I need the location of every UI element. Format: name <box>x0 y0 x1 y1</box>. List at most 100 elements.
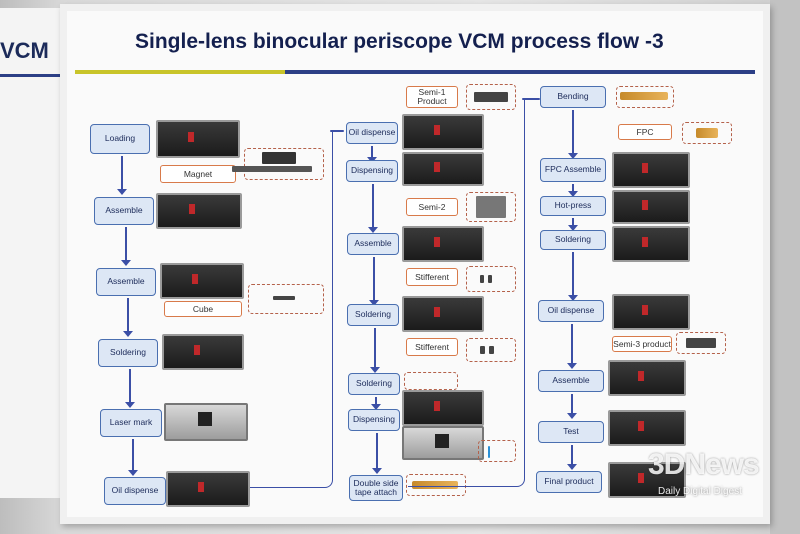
fpc-piece <box>696 128 718 138</box>
adjacent-board-rule <box>0 74 60 77</box>
semi-1-piece <box>474 92 508 102</box>
flow-arrow <box>371 397 381 410</box>
stifferent-sample-2 <box>466 338 516 362</box>
cube-sample <box>248 284 324 314</box>
dispense-needle <box>488 446 490 458</box>
flow-arrow <box>567 445 577 470</box>
connector-line <box>250 130 333 488</box>
flow-arrow <box>117 156 127 195</box>
title-rule-yellow <box>75 70 285 74</box>
step-laser-mark: Laser mark <box>100 409 162 437</box>
bending-fpc <box>620 92 668 100</box>
watermark: 3DNews Daily Digital Digest <box>636 448 786 508</box>
step-soldering-2: Soldering <box>348 373 400 395</box>
flow-arrow <box>372 433 382 474</box>
stifferent-piece <box>488 275 492 283</box>
vcm-part <box>166 471 250 507</box>
label-semi-1-product: Semi-1 Product <box>406 86 458 108</box>
flow-arrow <box>123 298 133 337</box>
vcm-part <box>612 152 690 188</box>
step-oil-dispense: Oil dispense <box>346 122 398 144</box>
step-dispensing-2: Dispensing <box>348 409 400 431</box>
vcm-part-final <box>608 462 686 498</box>
solder-sample <box>404 372 458 390</box>
vcm-part <box>156 193 242 229</box>
semi-1-sample <box>466 84 516 110</box>
semi-3-sample <box>676 332 726 354</box>
flow-arrow <box>367 146 377 163</box>
flow-arrow <box>128 439 138 476</box>
label-stifferent-2: Stifferent <box>406 338 458 356</box>
semi-3-piece <box>686 338 716 348</box>
vcm-part <box>160 263 244 299</box>
step-dispensing: Dispensing <box>346 160 398 182</box>
flow-arrow <box>121 227 131 266</box>
step-loading: Loading <box>90 124 150 154</box>
vcm-part-open <box>402 426 484 460</box>
flow-arrow <box>370 328 380 373</box>
vcm-part <box>612 190 690 224</box>
step-soldering: Soldering <box>347 304 399 326</box>
adjacent-board-title: VCM <box>0 38 49 63</box>
dispense-sample <box>478 440 516 462</box>
stifferent-sample <box>466 266 516 292</box>
semi-2-piece <box>476 196 506 218</box>
magnet-rail <box>232 166 312 172</box>
vcm-part <box>612 294 690 330</box>
flow-arrow <box>125 369 135 408</box>
step-test: Test <box>538 421 604 443</box>
fpc-sample <box>682 122 732 144</box>
stifferent-piece <box>480 346 485 354</box>
label-fpc: FPC <box>618 124 672 140</box>
step-assemble: Assemble <box>347 233 399 255</box>
step-oil-dispense: Oil dispense <box>538 300 604 322</box>
step-hot-press: Hot-press <box>540 196 606 216</box>
vcm-part <box>402 152 484 186</box>
connector-line <box>522 98 540 100</box>
vcm-part <box>156 120 240 158</box>
step-oil-dispense: Oil dispense <box>104 477 166 505</box>
vcm-part-marked <box>164 403 248 441</box>
board-title: Single-lens binocular periscope VCM proc… <box>135 30 664 53</box>
wall-edge <box>770 0 800 534</box>
step-double-side-tape: Double side tape attach <box>349 475 403 501</box>
flow-arrow <box>568 110 578 159</box>
vcm-part <box>608 410 686 446</box>
magnet-sample <box>244 148 324 180</box>
step-soldering: Soldering <box>540 230 606 250</box>
label-magnet: Magnet <box>160 165 236 183</box>
cube-piece <box>273 296 295 300</box>
tape-sample <box>406 474 466 496</box>
vcm-part <box>162 334 244 370</box>
semi-2-sample <box>466 192 516 222</box>
step-bending: Bending <box>540 86 606 108</box>
flow-arrow <box>369 257 379 306</box>
vcm-part <box>612 226 690 262</box>
label-stifferent: Stifferent <box>406 268 458 286</box>
flow-arrow <box>568 218 578 231</box>
vcm-part <box>402 114 484 150</box>
label-semi-2: Semi-2 <box>406 198 458 216</box>
step-assemble: Assemble <box>538 370 604 392</box>
title-rule-blue <box>285 70 755 74</box>
tape-strip <box>412 481 458 489</box>
flow-arrow <box>568 184 578 197</box>
flow-arrow <box>567 394 577 419</box>
adjacent-board: VCM <box>0 8 63 498</box>
vcm-part <box>402 226 484 262</box>
flow-arrow <box>568 252 578 301</box>
connector-line <box>330 130 344 132</box>
flow-arrow <box>567 324 577 369</box>
step-soldering: Soldering <box>98 339 158 367</box>
step-assemble-2: Assemble <box>96 268 156 296</box>
watermark-logo: 3DNews <box>648 448 760 481</box>
vcm-part <box>402 296 484 332</box>
label-cube: Cube <box>164 301 242 317</box>
bending-sample <box>616 86 674 108</box>
connector-line <box>408 98 525 487</box>
vcm-part <box>608 360 686 396</box>
stifferent-piece <box>480 275 484 283</box>
flow-arrow <box>368 184 378 233</box>
stifferent-piece <box>489 346 494 354</box>
vcm-part <box>402 390 484 426</box>
